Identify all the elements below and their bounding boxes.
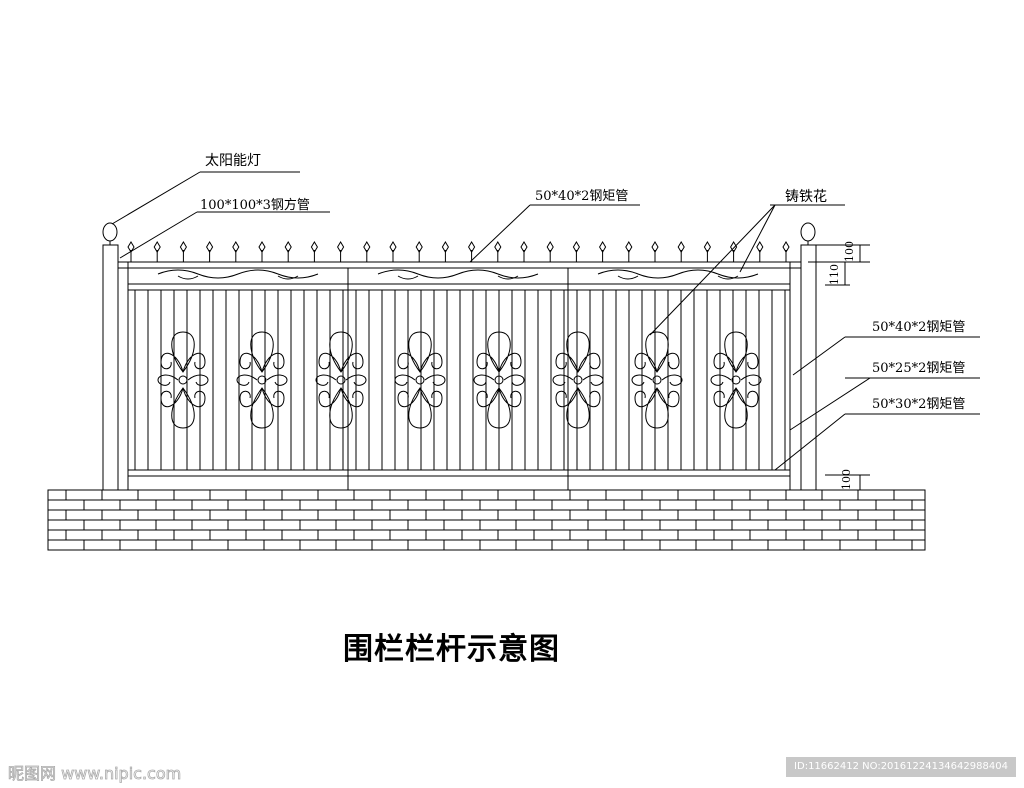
left-post (102, 244, 119, 491)
cast-iron-ornament (631, 331, 683, 429)
top-scroll-ornament (377, 269, 539, 280)
spike-tip (389, 241, 397, 253)
spike-tip (468, 241, 476, 253)
spike-tip (625, 241, 633, 253)
spike-tip (179, 241, 187, 253)
top-rail (117, 261, 802, 269)
cast-iron-ornament (236, 331, 288, 429)
label-right-1: 50*40*2钢矩管 (872, 320, 966, 335)
leader-top-rail (469, 204, 531, 263)
spike-tip (206, 241, 214, 253)
spike-tip (599, 241, 607, 253)
spike-tip (415, 241, 423, 253)
bottom-rail (127, 469, 791, 477)
label-solar-lamp: 太阳能灯 (205, 153, 261, 169)
ornament-center (257, 375, 267, 385)
ornament-center (731, 375, 741, 385)
spike-tip (677, 241, 685, 253)
cast-iron-ornament (473, 331, 525, 429)
top-scroll-ornament (597, 269, 759, 280)
watermark-site: 昵图网 www.nipic.com (8, 764, 182, 784)
spike-tip (232, 241, 240, 253)
spike-tip (546, 241, 554, 253)
label-right-2: 50*25*2钢矩管 (872, 361, 966, 376)
leader-right-1 (792, 336, 846, 376)
leader-right-3 (774, 413, 846, 471)
dimension-top-inner: 110 (828, 264, 841, 285)
spike-tip (572, 241, 580, 253)
ornament-center (336, 375, 346, 385)
cast-iron-ornament (157, 331, 209, 429)
label-post: 100*100*3钢方管 (200, 198, 310, 213)
second-rail (127, 283, 791, 291)
cast-iron-ornament (710, 331, 762, 429)
label-right-3: 50*30*2钢矩管 (872, 397, 966, 412)
ornament-center (573, 375, 583, 385)
spike-tip (520, 241, 528, 253)
spike-tip (782, 241, 790, 253)
leader-solar-lamp (111, 171, 201, 225)
spike-tip (258, 241, 266, 253)
leader-right-2 (789, 377, 871, 431)
spike-tip (651, 241, 659, 253)
spike-tip (494, 241, 502, 253)
dimension-top-outer: 100 (843, 241, 856, 262)
label-cast-iron: 铸铁花 (785, 189, 827, 205)
spike-tip (703, 241, 711, 253)
spike-tip (441, 241, 449, 253)
spike-tip (153, 241, 161, 253)
cast-iron-ornament (315, 331, 367, 429)
spike-tip (363, 241, 371, 253)
ornament-center (178, 375, 188, 385)
drawing-title: 围栏栏杆示意图 (343, 632, 560, 667)
ornament-center (494, 375, 504, 385)
leader-post (119, 211, 198, 259)
cast-iron-ornament (552, 331, 604, 429)
cast-iron-ornament (394, 331, 446, 429)
spike-tip (756, 241, 764, 253)
ornament-center (415, 375, 425, 385)
leader-cast-iron (649, 204, 776, 336)
label-top-rail: 50*40*2钢矩管 (535, 189, 629, 204)
left-solar-lamp (102, 222, 118, 242)
spike-tip (310, 241, 318, 253)
watermark-id: ID:11662412 NO:20161224134642988404 (786, 757, 1016, 777)
leader-cast-iron (739, 204, 776, 273)
ornament-center (652, 375, 662, 385)
right-solar-lamp (800, 222, 816, 242)
top-scroll-ornament (157, 269, 319, 280)
dimension-bottom: 100 (840, 469, 853, 490)
spike-tip (337, 241, 345, 253)
spike-tip (284, 241, 292, 253)
